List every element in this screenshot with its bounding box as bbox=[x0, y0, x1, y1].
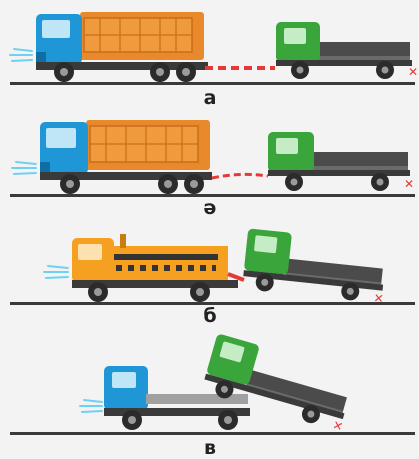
flexible-tow-cable bbox=[212, 174, 268, 178]
svg-text:✕: ✕ bbox=[408, 65, 418, 79]
wrecker-truck bbox=[72, 234, 244, 302]
caption-b: б bbox=[195, 306, 225, 326]
dump-truck bbox=[36, 12, 208, 82]
exhaust-lines bbox=[10, 49, 32, 61]
caption-ae: ә bbox=[195, 198, 225, 218]
svg-text:✕: ✕ bbox=[331, 418, 345, 434]
road-line bbox=[10, 82, 415, 85]
flatbed-truck-lifted: ✕ bbox=[242, 228, 390, 306]
flatbed-truck-towed: ✕ bbox=[276, 22, 418, 79]
caption-a: а bbox=[195, 88, 225, 108]
exhaust-lines bbox=[80, 400, 102, 412]
panel-full-loading: ✕ bbox=[0, 330, 419, 440]
exhaust-lines bbox=[12, 162, 36, 174]
dump-truck bbox=[40, 120, 212, 194]
road-line bbox=[10, 432, 415, 435]
exhaust-lines bbox=[44, 266, 68, 278]
caption-v: в bbox=[195, 438, 225, 458]
flatbed-truck-towed: ✕ bbox=[268, 132, 414, 191]
svg-text:✕: ✕ bbox=[404, 177, 414, 191]
